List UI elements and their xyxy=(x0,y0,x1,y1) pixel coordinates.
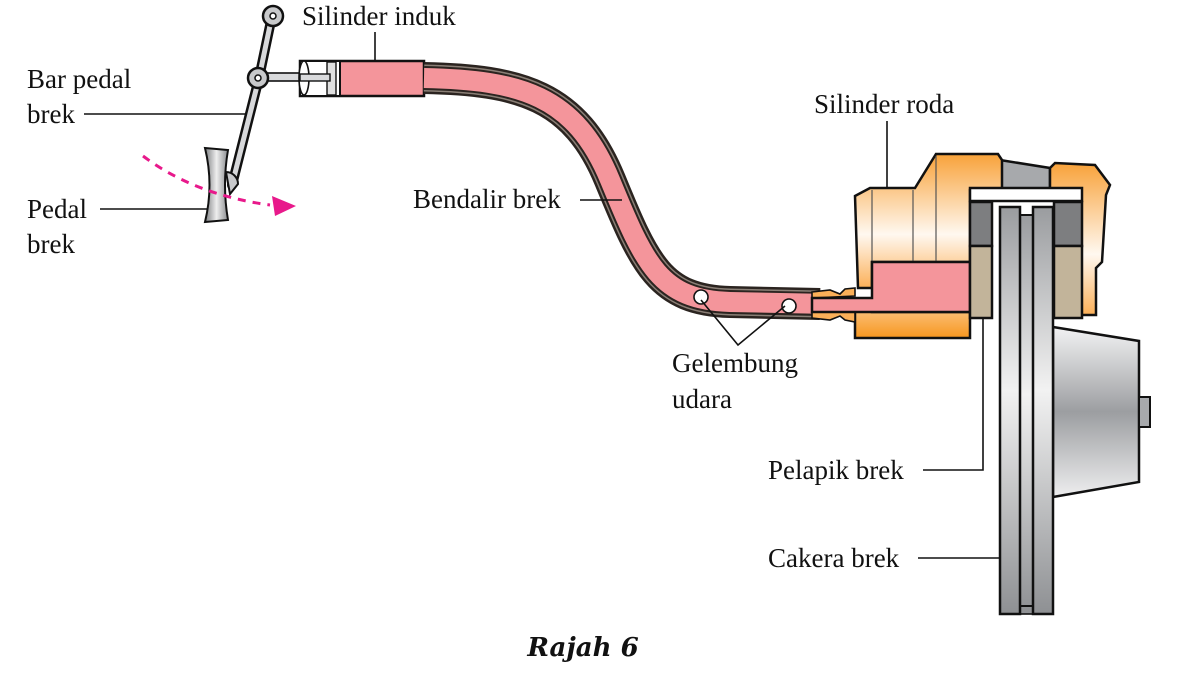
label-pedal: Pedal xyxy=(27,194,87,224)
brake-pedal-lever xyxy=(203,4,331,224)
air-bubble xyxy=(781,298,797,314)
label-master-cylinder: Silinder induk xyxy=(302,1,456,31)
leader-brake-pad xyxy=(923,318,984,471)
label-air-bubbles-2: udara xyxy=(672,384,732,414)
label-bar-pedal-2: brek xyxy=(27,99,75,129)
wheel-hub xyxy=(1051,325,1151,499)
brake-hose xyxy=(423,62,831,320)
brake-disc xyxy=(998,205,1055,616)
label-air-bubbles: Gelembung xyxy=(672,348,798,378)
master-cylinder xyxy=(298,59,426,98)
label-brake-fluid: Bendalir brek xyxy=(413,184,561,214)
label-brake-disc: Cakera brek xyxy=(768,543,900,573)
air-bubble xyxy=(693,289,709,305)
pedal-pad xyxy=(203,146,230,224)
brake-pad-left xyxy=(968,200,994,320)
label-pedal-2: brek xyxy=(27,229,75,259)
label-bar-pedal: Bar pedal xyxy=(27,64,131,94)
brake-pad-right xyxy=(1052,200,1084,320)
leader-air-bubbles xyxy=(700,299,786,347)
pedal-motion-arrow xyxy=(142,154,296,216)
label-brake-pad: Pelapik brek xyxy=(768,455,904,485)
figure-caption: Rajah 6 xyxy=(526,633,638,663)
label-wheel-cylinder: Silinder roda xyxy=(814,89,954,119)
